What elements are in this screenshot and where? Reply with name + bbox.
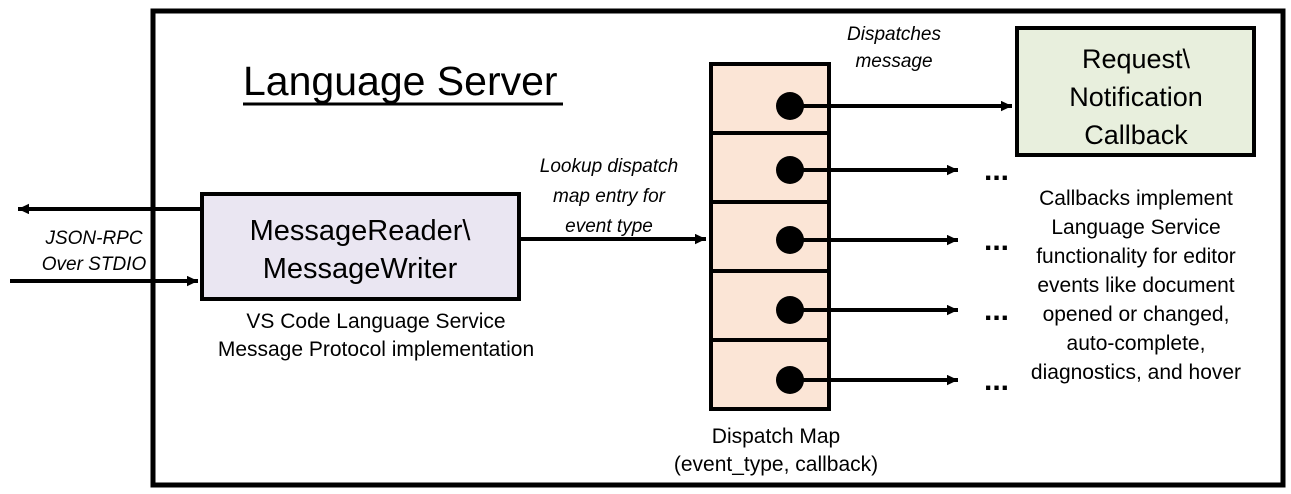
message-box-line-2: MessageWriter [263, 253, 458, 285]
dispatch-map-caption-line-1: Dispatch Map [712, 425, 840, 448]
dispatch-map-row-2[interactable] [709, 131, 831, 204]
callback-description-line-6: auto-complete, [1067, 332, 1206, 355]
dispatch-map-row-3[interactable] [709, 200, 831, 273]
language-server-boundary [150, 8, 1286, 488]
ellipsis-row-3: ... [984, 224, 1009, 257]
callback-box-line-3: Callback [1084, 120, 1188, 150]
dispatch-map-table [709, 62, 831, 411]
lookup-label-line-2: map entry for [553, 186, 666, 207]
callback-description-line-2: Language Service [1051, 216, 1220, 239]
callback-description-line-7: diagnostics, and hover [1031, 361, 1241, 384]
dispatch-map-row-1[interactable] [709, 62, 831, 135]
request-notification-callback-box [1015, 26, 1256, 157]
dispatch-label-line-1: Dispatches [847, 24, 941, 45]
callback-description-line-5: opened or changed, [1043, 303, 1230, 326]
callback-description-line-1: Callbacks implement [1039, 187, 1233, 210]
callback-description-line-4: events like document [1037, 274, 1234, 297]
page-title: Language Server [243, 58, 558, 104]
dispatch-map-caption-line-2: (event_type, callback) [674, 453, 878, 476]
dispatch-map-row-4[interactable] [709, 269, 831, 342]
callback-box-line-1: Request\ [1082, 44, 1191, 74]
ellipsis-row-4: ... [984, 294, 1009, 327]
callback-description-line-3: functionality for editor [1036, 245, 1236, 268]
callback-box-line-2: Notification [1069, 82, 1203, 112]
external-channel-label-line-2: Over STDIO [42, 254, 147, 275]
message-box-caption-line-2: Message Protocol implementation [218, 338, 534, 361]
lookup-label-line-1: Lookup dispatch [540, 156, 678, 177]
dispatch-map-row-5[interactable] [709, 338, 831, 411]
lookup-label-line-3: event type [565, 216, 653, 237]
message-box-line-1: MessageReader\ [250, 215, 472, 247]
message-box-caption-line-1: VS Code Language Service [246, 310, 505, 333]
ellipsis-row-5: ... [984, 364, 1009, 397]
external-channel-label-line-1: JSON-RPC [44, 228, 142, 249]
ellipsis-row-2: ... [984, 154, 1009, 187]
message-reader-writer-box [200, 192, 521, 301]
dispatch-label-line-2: message [855, 51, 932, 72]
